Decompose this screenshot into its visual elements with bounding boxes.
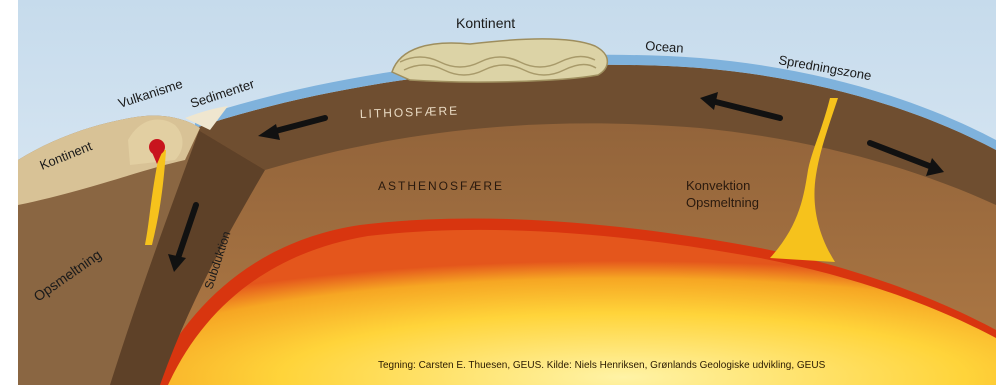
label-konvektion: Konvektion xyxy=(686,178,750,193)
label-asthenosfaere: ASTHENOSFÆRE xyxy=(378,179,504,193)
label-ocean: Ocean xyxy=(645,38,684,56)
top-continent-block xyxy=(392,39,607,82)
left-margin xyxy=(0,0,18,385)
credit-line: Tegning: Carsten E. Thuesen, GEUS. Kilde… xyxy=(378,360,826,371)
label-kontinent-top: Kontinent xyxy=(456,15,515,31)
label-opsmeltning-right: Opsmeltning xyxy=(686,195,759,210)
